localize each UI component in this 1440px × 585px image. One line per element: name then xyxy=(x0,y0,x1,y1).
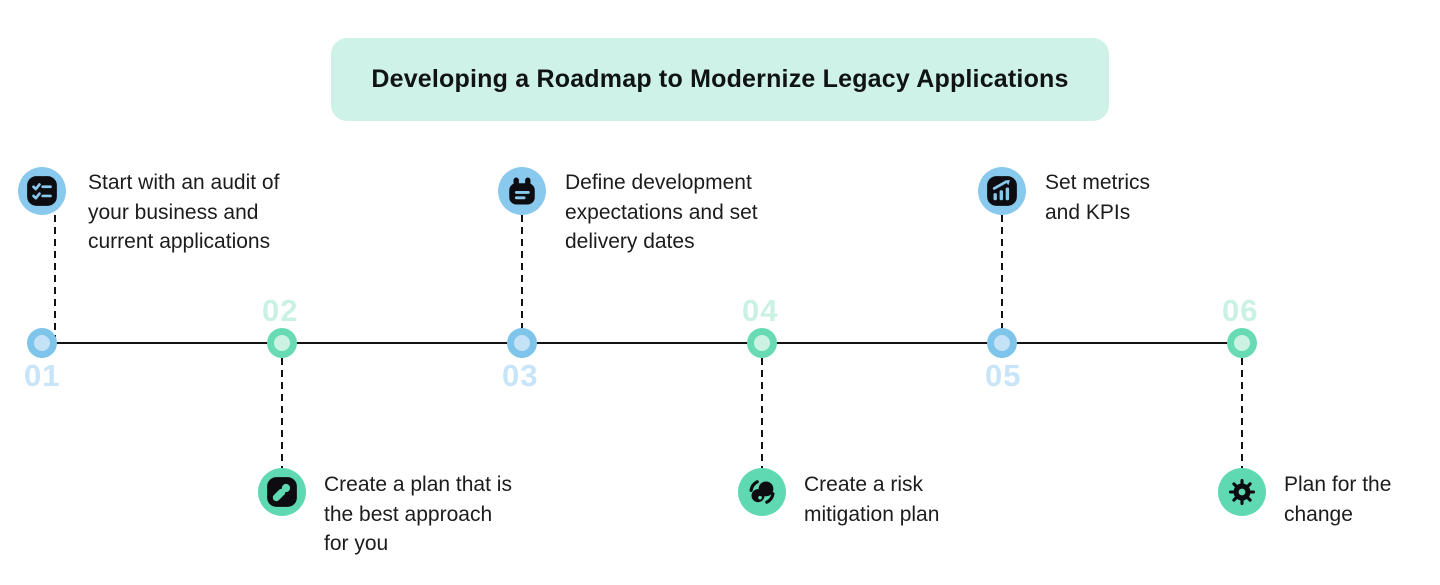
step-description: Plan for the change xyxy=(1284,473,1392,526)
step-number: 03 xyxy=(502,358,539,393)
step-number: 02 xyxy=(262,293,299,328)
sync-icon xyxy=(749,480,775,504)
step-description: Set metrics and KPIs xyxy=(1045,171,1151,224)
timeline-node-3 xyxy=(507,328,537,358)
gear-icon xyxy=(1228,478,1256,506)
timeline-node-5 xyxy=(987,328,1017,358)
timeline-node-1 xyxy=(27,328,57,358)
step-number: 01 xyxy=(24,358,61,393)
pen-icon xyxy=(267,477,297,507)
notepad-icon xyxy=(509,177,535,205)
timeline-node-6 xyxy=(1227,328,1257,358)
step-description: Create a risk mitigation plan xyxy=(804,473,940,526)
checklist-icon xyxy=(27,176,57,206)
timeline-line xyxy=(42,342,1243,344)
connector-line xyxy=(761,358,763,468)
step-2-icon-badge xyxy=(258,468,306,516)
connector-line xyxy=(281,358,283,468)
step-number: 05 xyxy=(985,358,1022,393)
step-4-icon-badge xyxy=(738,468,786,516)
step-number: 06 xyxy=(1222,293,1259,328)
step-description: Start with an audit of your business and… xyxy=(88,171,280,253)
step-5-icon-badge xyxy=(978,167,1026,215)
step-description: Define development expectations and set … xyxy=(565,171,758,253)
metrics-chart-icon xyxy=(987,176,1017,206)
connector-line xyxy=(54,215,56,337)
step-3-icon-badge xyxy=(498,167,546,215)
step-6-icon-badge xyxy=(1218,468,1266,516)
title-banner: Developing a Roadmap to Modernize Legacy… xyxy=(331,38,1109,121)
connector-line xyxy=(521,215,523,329)
timeline-node-2 xyxy=(267,328,297,358)
timeline-node-4 xyxy=(747,328,777,358)
step-number: 04 xyxy=(742,293,779,328)
step-1-icon-badge xyxy=(18,167,66,215)
connector-line xyxy=(1001,215,1003,329)
step-description: Create a plan that is the best approach … xyxy=(324,473,512,555)
connector-line xyxy=(1241,358,1243,468)
page-title: Developing a Roadmap to Modernize Legacy… xyxy=(371,65,1069,93)
